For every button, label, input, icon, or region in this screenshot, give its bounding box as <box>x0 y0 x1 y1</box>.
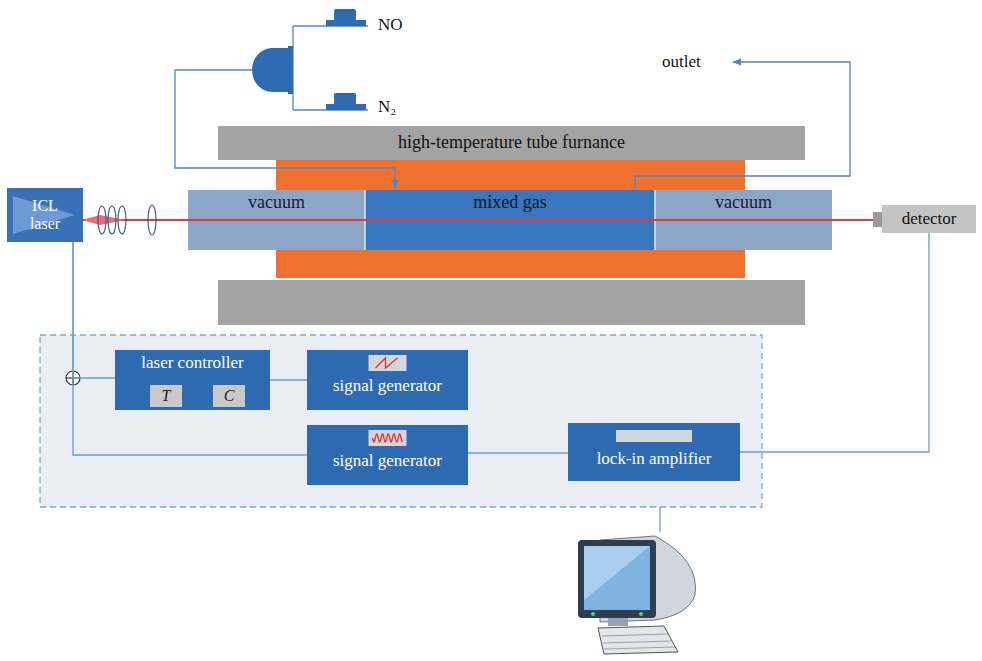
node-label: C <box>224 387 235 405</box>
generator-box: signal generator <box>307 350 468 410</box>
current-setting: C <box>213 385 245 407</box>
control-panel <box>40 335 762 507</box>
laser-beam <box>80 219 874 221</box>
computer <box>578 536 696 654</box>
data-cable <box>659 507 660 532</box>
signal-wire <box>73 242 307 455</box>
display-panel <box>616 430 692 442</box>
furnace-wall <box>218 280 805 325</box>
node-label: vacuum <box>715 193 772 213</box>
signal-wire <box>740 233 929 452</box>
furnace-band: high-temperature tube furnance <box>218 126 805 160</box>
node-label: vacuum <box>248 193 305 213</box>
node-label: signal generator <box>333 452 442 471</box>
gas-line <box>175 26 850 190</box>
gas-valve <box>326 9 366 110</box>
signal-wire <box>468 452 568 453</box>
controller-box: laser controllerT C <box>115 350 270 410</box>
display-panel <box>369 430 407 446</box>
gas-mixer <box>252 48 290 92</box>
signal-wire <box>270 379 307 380</box>
display-panel <box>369 355 407 371</box>
laser-source: ICL laser <box>7 188 83 242</box>
node-label: high-temperature tube furnance <box>398 133 625 153</box>
detector-box: detector <box>882 205 976 233</box>
lens <box>98 205 156 235</box>
node-label: signal generator <box>333 377 442 396</box>
node-label: mixed gas <box>473 193 547 213</box>
vacuum-section: vacuum <box>655 190 832 250</box>
laser-emblem <box>13 196 75 234</box>
amplifier-box: lock-in amplifier <box>568 423 740 481</box>
node-label: lock-in amplifier <box>597 450 712 469</box>
signal-wire <box>73 242 115 378</box>
gas-label: outlet <box>662 52 701 72</box>
heating-element <box>276 250 745 278</box>
node-label: laser controller <box>141 354 243 373</box>
node-label: detector <box>902 210 957 229</box>
temperature-setting: T <box>150 385 182 407</box>
vacuum-section: vacuum <box>188 190 365 250</box>
generator-box: signal generator <box>307 425 468 485</box>
gas-label: N₂ <box>378 97 396 117</box>
node-label: T <box>162 387 171 405</box>
waveform <box>376 358 398 368</box>
node-label: ICL laser <box>21 197 69 232</box>
heating-element <box>276 160 745 190</box>
gas-label: NO <box>378 15 403 35</box>
waveform <box>373 434 403 442</box>
gas-mixer <box>288 46 293 94</box>
gas-cell: mixed gas <box>365 190 655 250</box>
